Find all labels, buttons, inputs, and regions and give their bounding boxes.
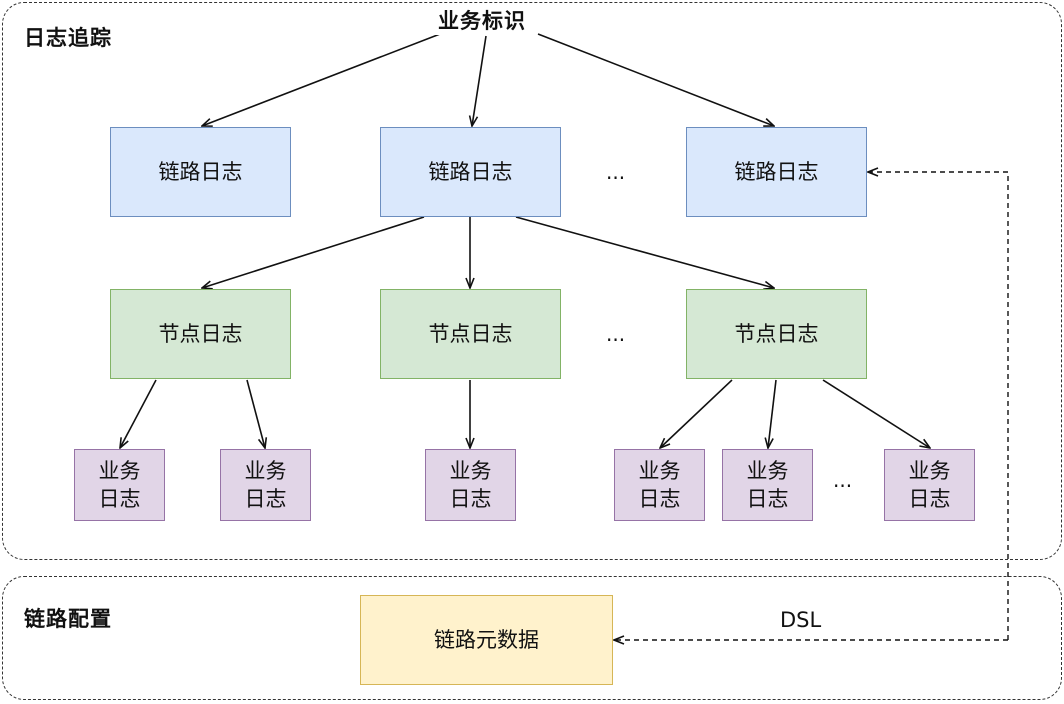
business-id-label: 业务标识 <box>434 5 530 35</box>
node-log-box: 节点日志 <box>380 289 561 379</box>
business-log-line2: 日志 <box>746 487 789 511</box>
config-group <box>2 576 1062 700</box>
node-ellipsis: ... <box>606 322 626 346</box>
edge-root-link3 <box>537 33 774 126</box>
business-log-line2: 日志 <box>449 487 492 511</box>
edge-node1-biz2 <box>246 379 265 448</box>
edge-node3-biz5 <box>768 379 777 448</box>
link-log-box: 链路日志 <box>686 127 867 217</box>
business-ellipsis: ... <box>833 468 853 492</box>
business-log-line2: 日志 <box>244 487 287 511</box>
business-log-line1: 业务 <box>638 458 681 483</box>
business-log-line2: 日志 <box>98 487 141 511</box>
business-log-line1: 业务 <box>449 458 492 483</box>
link-ellipsis: ... <box>606 160 626 184</box>
node-log-box: 节点日志 <box>110 289 291 379</box>
business-log-box: 业务日志 <box>425 449 516 521</box>
dsl-label: DSL <box>780 608 822 632</box>
business-log-box: 业务日志 <box>884 449 975 521</box>
edge-node3-biz4 <box>660 379 733 448</box>
business-log-line2: 日志 <box>638 487 681 511</box>
trace-group-label: 日志追踪 <box>24 26 112 50</box>
config-group-label: 链路配置 <box>24 607 112 631</box>
edge-node3-biz6 <box>822 379 930 448</box>
edge-root-link1 <box>202 33 441 126</box>
business-log-line2: 日志 <box>908 487 951 511</box>
business-log-line1: 业务 <box>746 458 789 483</box>
link-log-box: 链路日志 <box>110 127 291 217</box>
business-log-box: 业务日志 <box>722 449 813 521</box>
business-log-line1: 业务 <box>908 458 951 483</box>
edge-link-node3 <box>515 216 774 288</box>
business-log-box: 业务日志 <box>74 449 165 521</box>
dsl-edge-to-link3 <box>868 172 1009 640</box>
edge-link-node1 <box>202 216 425 288</box>
business-log-box: 业务日志 <box>220 449 311 521</box>
node-log-box: 节点日志 <box>686 289 867 379</box>
link-metadata-box: 链路元数据 <box>360 595 613 685</box>
edge-node1-biz1 <box>120 379 157 448</box>
business-log-box: 业务日志 <box>614 449 705 521</box>
link-log-box: 链路日志 <box>380 127 561 217</box>
business-log-line1: 业务 <box>98 458 141 483</box>
business-log-line1: 业务 <box>244 458 287 483</box>
edge-root-link2 <box>472 35 487 126</box>
trace-group <box>2 2 1062 560</box>
